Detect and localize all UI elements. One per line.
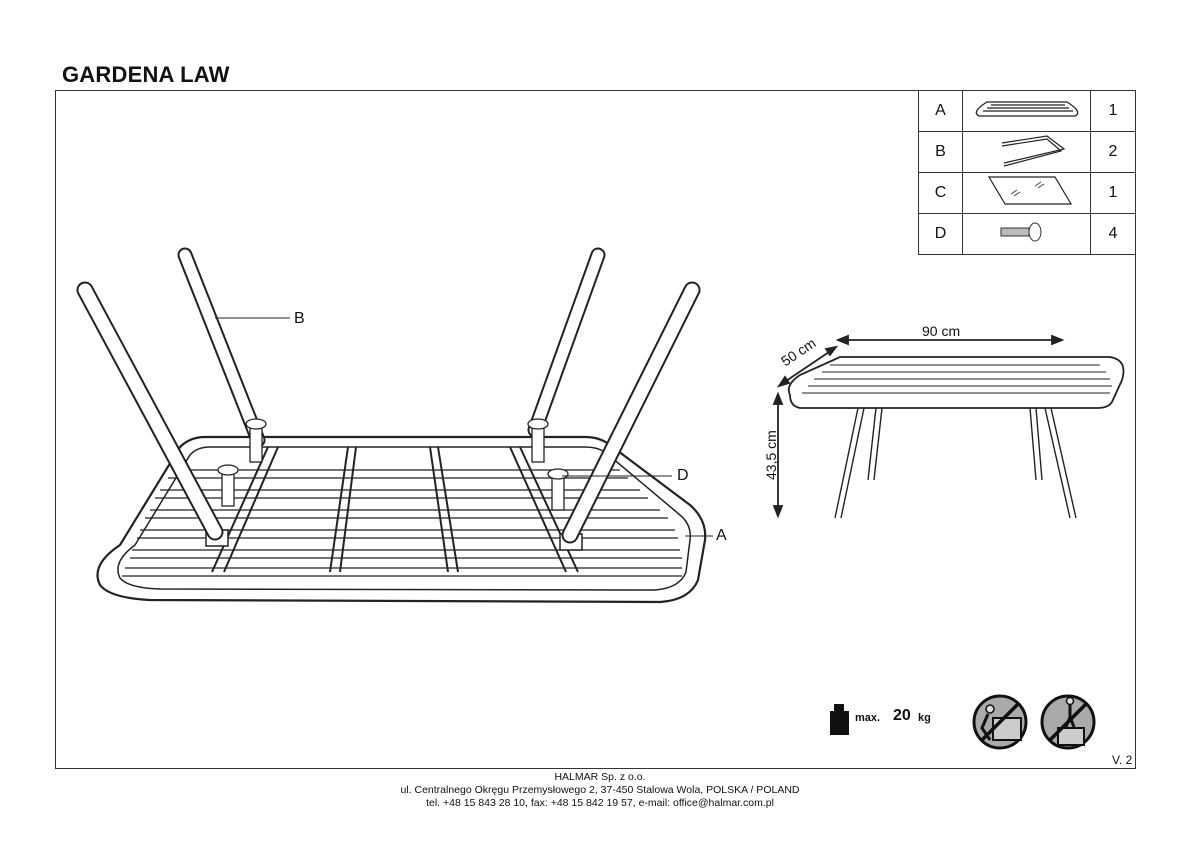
part-quantity: 4 [1090, 213, 1136, 255]
no-climbing-icon [972, 694, 1028, 750]
instruction-frame [55, 90, 1136, 769]
tabletop-icon [962, 90, 1091, 132]
weight-icon [830, 704, 849, 735]
callout-d: D [677, 467, 689, 484]
part-quantity: 1 [1090, 172, 1136, 214]
table-row: C 1 [918, 172, 1136, 214]
footer: HALMAR Sp. z o.o. ul. Centralnego Okręgu… [0, 771, 1200, 810]
callout-a: A [716, 527, 727, 544]
dimension-height: 43,5 cm [763, 430, 779, 480]
part-letter: B [918, 131, 963, 173]
footer-company: HALMAR Sp. z o.o. [554, 771, 646, 783]
legs [76, 247, 701, 544]
max-load-value: 20 [893, 707, 911, 724]
parts-list-table: A 1 B 2 C 1 D 4 [918, 90, 1136, 255]
part-letter: A [918, 90, 963, 132]
callout-leaders [215, 317, 713, 537]
max-load-label: max. [855, 712, 881, 724]
footer-address: ul. Centralnego Okręgu Przemysłowego 2, … [400, 784, 800, 796]
leg-frame-icon [962, 131, 1091, 173]
table-row: D 4 [918, 213, 1136, 255]
bolt-icon [962, 213, 1091, 255]
table-row: A 1 [918, 90, 1136, 132]
table-row: B 2 [918, 131, 1136, 173]
glass-panel-icon [962, 172, 1091, 214]
part-quantity: 2 [1090, 131, 1136, 173]
version-label: V. 2 [1112, 753, 1133, 767]
part-quantity: 1 [1090, 90, 1136, 132]
max-load-unit: kg [918, 712, 931, 724]
dimension-drawing [772, 334, 1125, 519]
bolts-d [217, 418, 569, 511]
part-letter: D [918, 213, 963, 255]
no-standing-icon [1040, 694, 1096, 750]
document-title: GARDENA LAW [62, 62, 230, 87]
callout-b: B [294, 310, 305, 327]
part-letter: C [918, 172, 963, 214]
footer-contact: tel. +48 15 843 28 10, fax: +48 15 842 1… [426, 797, 774, 809]
dimension-width: 90 cm [922, 323, 961, 339]
